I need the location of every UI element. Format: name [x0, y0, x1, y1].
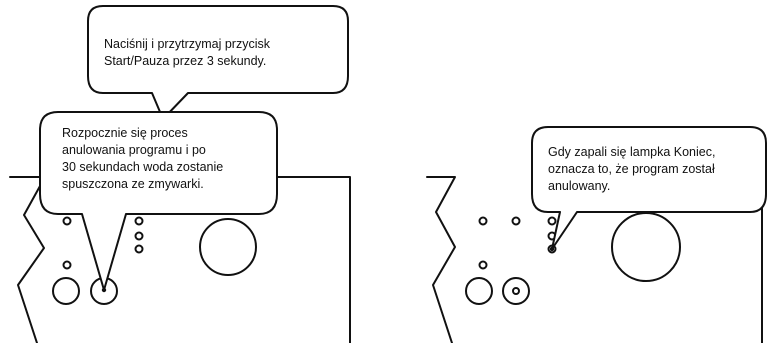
- right-program-dial: [611, 212, 681, 282]
- left-indicator-led-2: [134, 216, 144, 226]
- press-hold-callout-bubble: [87, 5, 349, 120]
- right-indicator-led-1: [478, 216, 488, 226]
- left-indicator-led-5: [62, 260, 72, 270]
- press-hold-callout-text: Naciśnij i przytrzymaj przycisk Start/Pa…: [104, 36, 270, 70]
- left-indicator-led-3: [134, 231, 144, 241]
- right-program-button: [465, 277, 493, 305]
- end-light-callout-text: Gdy zapali się lampka Koniec, oznacza to…: [548, 144, 715, 195]
- callout-line: Gdy zapali się lampka Koniec,: [548, 145, 716, 159]
- callout-line: anulowania programu i po: [62, 143, 206, 157]
- right-panel-outline: [426, 176, 456, 344]
- callout-line: Rozpocznie się proces: [62, 126, 188, 140]
- callout-line: Naciśnij i przytrzymaj przycisk: [104, 37, 270, 51]
- right-start-pause-button: [502, 277, 530, 305]
- right-indicator-led-2: [511, 216, 521, 226]
- end-light-callout-bubble: [531, 126, 767, 250]
- start-pause-pointer-dot: [101, 287, 107, 293]
- left-panel-outline: [9, 176, 46, 344]
- callout-line: Start/Pauza przez 3 sekundy.: [104, 54, 267, 68]
- end-led-pointer-dot: [549, 246, 555, 252]
- right-indicator-led-3: [547, 216, 557, 226]
- callout-line: spuszczona ze zmywarki.: [62, 177, 204, 191]
- cancel-process-callout-text: Rozpocznie się proces anulowania program…: [62, 125, 223, 193]
- left-indicator-led-4: [134, 244, 144, 254]
- callout-line: anulowany.: [548, 179, 611, 193]
- callout-line: 30 sekundach woda zostanie: [62, 160, 224, 174]
- callout-line: oznacza to, że program został: [548, 162, 715, 176]
- left-panel-top-edge: [271, 176, 351, 344]
- right-start-pause-button-inner: [512, 287, 520, 295]
- left-program-dial: [199, 218, 257, 276]
- left-program-button: [52, 277, 80, 305]
- left-control-panel: [9, 176, 351, 344]
- right-indicator-led-6: [478, 260, 488, 270]
- cancel-process-callout-bubble: [39, 111, 278, 291]
- left-indicator-led-1: [62, 216, 72, 226]
